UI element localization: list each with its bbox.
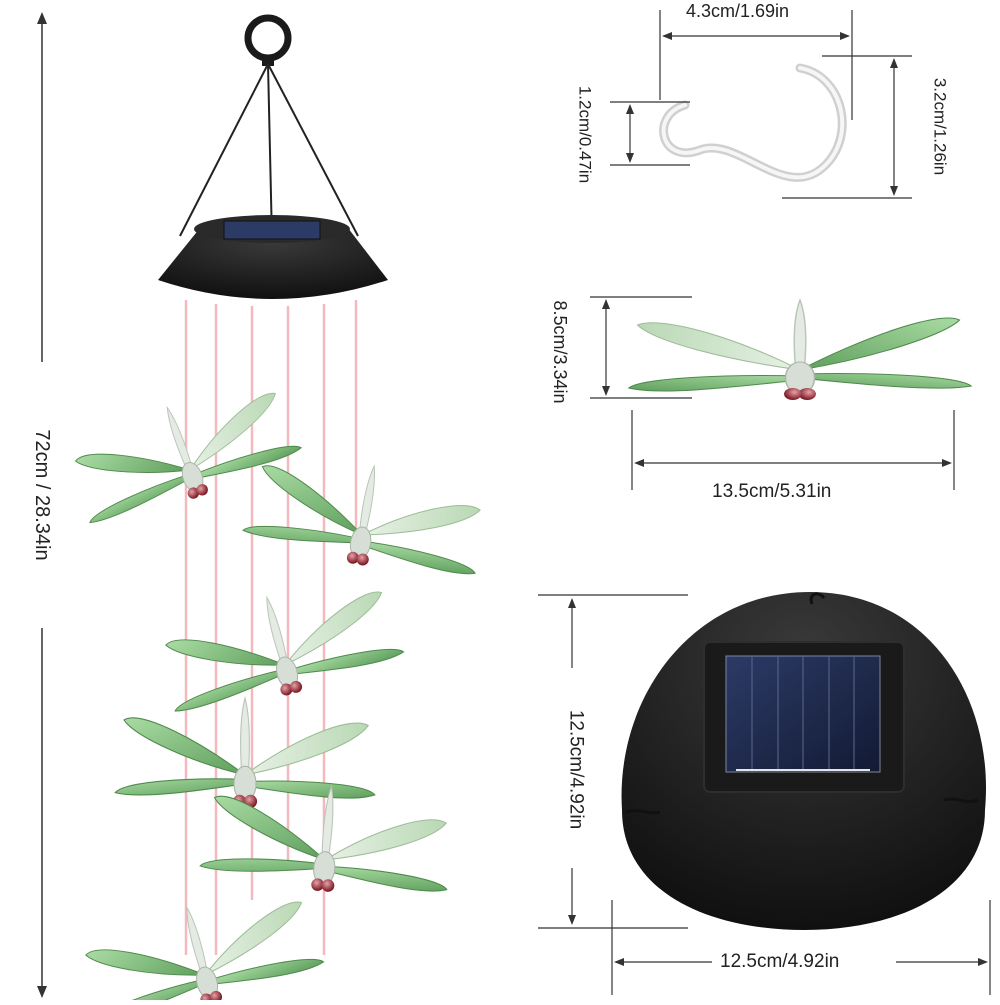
solar-lid-height-label: 12.5cm/4.92in bbox=[565, 709, 587, 830]
hanging-ring-icon bbox=[244, 14, 292, 62]
solar-panel-icon bbox=[223, 220, 321, 240]
hook-height-label: 3.2cm/1.26in bbox=[930, 77, 950, 176]
dragonfly-height-label: 8.5cm/3.34in bbox=[550, 300, 570, 404]
dragonfly-6 bbox=[72, 876, 328, 1005]
hook-width-label: 4.3cm/1.69in bbox=[686, 1, 790, 21]
solar-lid bbox=[158, 228, 388, 299]
dragonfly-4 bbox=[114, 697, 376, 809]
solar-lid-dimension bbox=[538, 592, 991, 995]
solar-lid-width-label: 12.5cm/4.92in bbox=[720, 951, 840, 972]
dragonfly-3 bbox=[152, 566, 408, 726]
s-hook-dimension bbox=[610, 10, 912, 199]
total-length-label: 72cm / 28.34in bbox=[31, 429, 53, 561]
dragonfly-1 bbox=[61, 368, 306, 536]
hook-gap-label: 1.2cm/0.47in bbox=[575, 85, 595, 184]
dragonfly-dimension bbox=[590, 296, 972, 490]
total-length-dimension bbox=[37, 12, 47, 998]
wind-chime bbox=[61, 14, 491, 1005]
dragonfly-2 bbox=[240, 445, 491, 586]
dragonfly-width-label: 13.5cm/5.31in bbox=[712, 481, 832, 502]
